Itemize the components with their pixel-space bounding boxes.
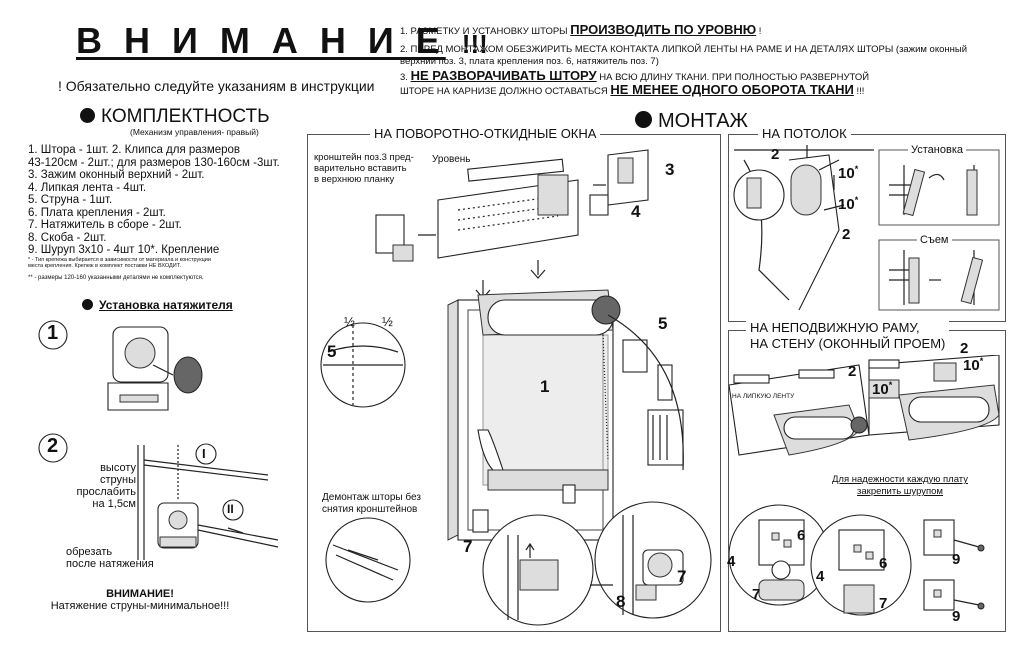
tensioner-part xyxy=(107,326,203,411)
rule-2: 2. ПЕРЕД МОНТАЖОМ ОБЕЗЖИРИТЬ МЕСТА КОНТА… xyxy=(400,44,968,67)
fixed-frame-illustration xyxy=(729,355,1000,616)
loosen-note: высоту струны прослабить на 1,5см xyxy=(76,462,136,510)
level-label: Уровень xyxy=(432,154,471,165)
screw-mount xyxy=(923,519,985,611)
ceiling-illustration xyxy=(733,145,1000,311)
bullet-icon xyxy=(82,299,93,310)
callout-7-right: 7 xyxy=(677,567,687,586)
tension-warning: ВНИМАНИЕ! Натяжение струны-минимальное!!… xyxy=(50,588,230,612)
callout-1: 1 xyxy=(540,377,550,396)
callout-8: 8 xyxy=(616,592,626,611)
tilt-window-title: НА ПОВОРОТНО-ОТКИДНЫЕ ОКНА xyxy=(370,126,601,141)
mounting-heading: МОНТАЖ xyxy=(635,110,748,133)
instruction-note: ! Обязательно следуйте указаниям в инстр… xyxy=(58,78,375,94)
fineprint: ** - размеры 120-160 указанными деталями… xyxy=(28,274,204,281)
remove-label: Съем xyxy=(917,234,952,246)
callout-5: 5 xyxy=(658,314,668,333)
bullet-icon xyxy=(635,111,652,128)
clip-part xyxy=(375,214,436,262)
tensioner-part xyxy=(562,484,576,504)
callout-6-plate: 6 xyxy=(797,527,806,544)
completeness-subheading: (Механизм управления- правый) xyxy=(130,127,259,137)
level-icon xyxy=(798,369,835,379)
sticky-tape-label: НА ЛИПКУЮ ЛЕНТУ xyxy=(732,393,795,400)
down-arrow-icon xyxy=(530,260,546,279)
callout-7-plate: 7 xyxy=(752,586,761,603)
rule-1: 1. РАЗМЕТКУ И УСТАНОВКУ ШТОРЫ ПРОИЗВОДИТ… xyxy=(400,22,762,37)
half-left-label: ½ xyxy=(344,314,355,329)
bracket-note: кронштейн поз.3 пред- варительно вставит… xyxy=(314,152,414,185)
list-item: 9. Шуруп 3х10 - 4шт 10*. Крепление xyxy=(28,244,220,256)
wall-mount xyxy=(868,355,1000,441)
tensioner-part xyxy=(472,509,489,533)
list-item: 1. Штора - 1шт. 2. Клипса для размеров xyxy=(28,144,241,156)
completeness-heading: КОМПЛЕКТНОСТЬ xyxy=(80,106,270,128)
callout-9-screw: 9 xyxy=(952,551,961,568)
string-detail xyxy=(622,339,648,373)
rule-3-line2: ШТОРЕ НА КАРНИЗЕ ДОЛЖНО ОСТАВАТЬСЯ НЕ МЕ… xyxy=(400,82,865,97)
remove-diagram xyxy=(889,250,984,305)
reliability-note: Для надежности каждую плату закрепить шу… xyxy=(832,474,968,497)
tensioner-heading: Установка натяжителя xyxy=(82,298,233,312)
list-item: 43-120см - 2шт.; для размеров 130-160см … xyxy=(28,156,280,169)
step-1-number: 1 xyxy=(47,322,59,344)
roman-two: II xyxy=(227,502,234,516)
half-right-label: ½ xyxy=(382,314,393,329)
callout-2-wall: 2 xyxy=(960,340,969,357)
callout-4: 4 xyxy=(631,202,641,221)
callout-7-plate-2: 7 xyxy=(879,595,888,612)
rule-3: 3. НЕ РАЗВОРАЧИВАТЬ ШТОРУ НА ВСЮ ДЛИНУ Т… xyxy=(400,68,870,83)
list-item: 7. Натяжитель в сборе - 2шт. xyxy=(28,219,182,231)
dismount-note: Демонтаж шторы без снятия кронштейнов xyxy=(322,492,421,515)
tilt-window-illustration xyxy=(320,149,712,626)
install-label: Установка xyxy=(908,144,966,156)
callout-2-ceiling: 2 xyxy=(771,146,780,163)
roman-one: I xyxy=(202,446,206,461)
bullet-icon xyxy=(80,108,95,123)
tension-diagram xyxy=(137,443,279,560)
callout-10-frame: 10* xyxy=(872,380,893,398)
callout-2-ceiling-2: 2 xyxy=(842,226,851,243)
callout-4-plate-2: 4 xyxy=(816,568,825,585)
list-item: 6. Плата крепления - 2шт. xyxy=(28,206,166,219)
callout-9-screw-2: 9 xyxy=(952,608,961,625)
list-item: 3. Зажим оконный верхний - 2шт. xyxy=(28,169,205,181)
ceiling-title: НА ПОТОЛОК xyxy=(758,126,851,141)
list-item: 8. Скоба - 2шт. xyxy=(28,231,107,244)
parts-list: 1. Штора - 1шт. 2. Клипса для размеров 4… xyxy=(28,144,280,284)
step-2-number: 2 xyxy=(47,435,59,457)
ceiling-mount xyxy=(733,145,874,311)
callout-5-string: 5 xyxy=(327,342,337,361)
remove-box xyxy=(878,239,1000,311)
step-circle xyxy=(38,433,68,463)
level-icon xyxy=(868,359,900,369)
callout-7: 7 xyxy=(463,537,473,556)
callout-6-plate-2: 6 xyxy=(879,555,888,572)
top-rail xyxy=(437,174,579,259)
warning-title: В Н И М А Н И Е !!! xyxy=(76,20,488,61)
cut-note: обрезать после натяжения xyxy=(66,546,154,570)
callout-10-wall: 10* xyxy=(963,356,984,374)
window-clamp xyxy=(589,149,649,216)
fixed-frame-title: НА НЕПОДВИЖНУЮ РАМУ, НА СТЕНУ (ОКОННЫЙ П… xyxy=(746,320,950,352)
step-circle xyxy=(38,320,68,350)
roller-blind xyxy=(477,289,621,491)
callout-4-plate: 4 xyxy=(727,553,736,570)
install-diagram xyxy=(889,165,978,217)
install-box xyxy=(878,149,1000,226)
frame-mount xyxy=(729,364,870,456)
callout-10-ceiling: 10* xyxy=(838,164,859,182)
callout-3: 3 xyxy=(665,160,675,179)
level-icon xyxy=(467,158,565,182)
tensioner-illustration xyxy=(38,320,279,560)
dismount-detail xyxy=(325,517,411,603)
callout-10-ceiling-2: 10* xyxy=(838,195,859,213)
callout-2-frame: 2 xyxy=(848,363,857,380)
fineprint: * - Тип крепежа выбирается в зависимости… xyxy=(28,256,211,263)
level-icon xyxy=(733,374,770,384)
fineprint: места крепления. Крепеж в комплект поста… xyxy=(28,263,181,269)
list-item: 4. Липкая лента - 4шт. xyxy=(28,181,147,194)
list-item: 5. Струна - 1шт. xyxy=(28,194,113,206)
